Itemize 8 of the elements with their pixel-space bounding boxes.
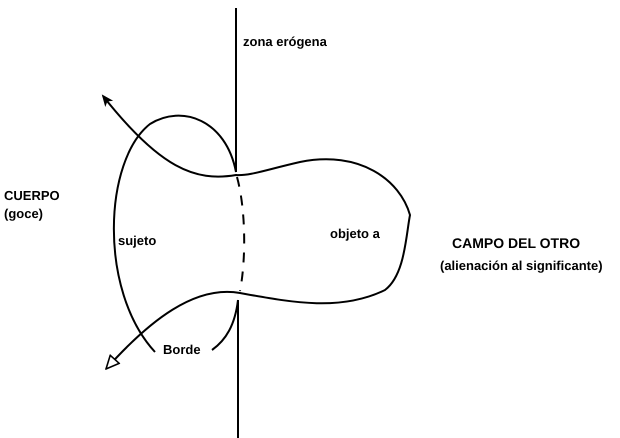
region-label: objeto a (330, 226, 380, 242)
region-label: sujeto (118, 233, 156, 249)
region-label: (alienación al significante) (440, 258, 603, 274)
region-label: CUERPO (4, 188, 60, 204)
rim-label: Borde (163, 342, 201, 358)
zone-label: zona erógena (243, 34, 327, 50)
region-label: (goce) (4, 206, 43, 222)
region-label: CAMPO DEL OTRO (452, 235, 580, 251)
